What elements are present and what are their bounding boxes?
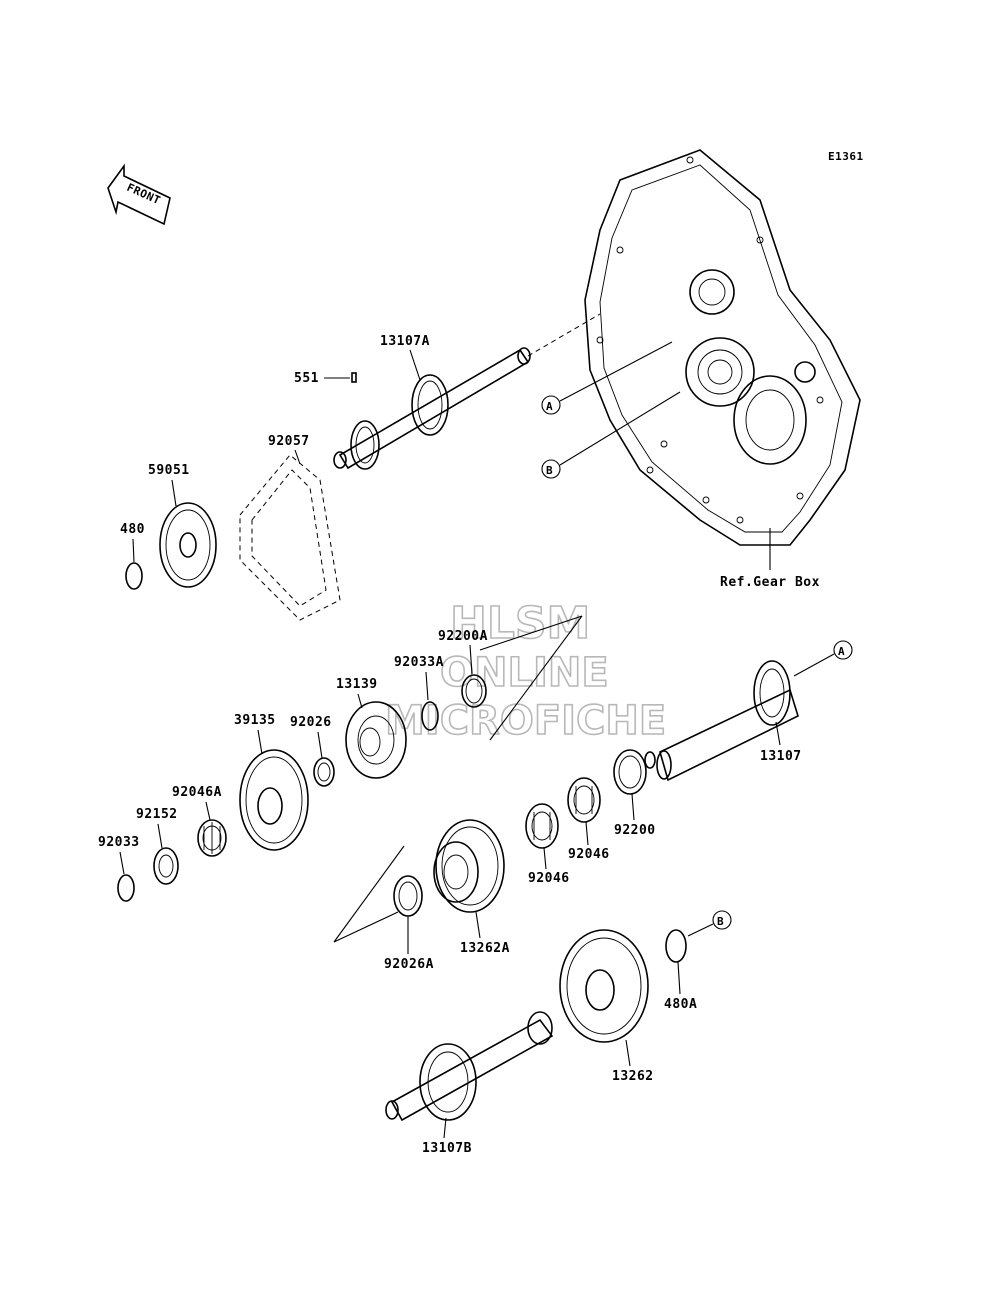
sprocket-59051 xyxy=(159,502,217,588)
label-59051: 59051 xyxy=(148,463,190,478)
shaft-13107B xyxy=(385,1011,554,1122)
label-92152: 92152 xyxy=(136,807,178,822)
label-13107B: 13107B xyxy=(422,1141,472,1156)
svg-text:HLSM: HLSM xyxy=(450,598,590,649)
label-92200A: 92200A xyxy=(438,629,488,644)
circlip-92033 xyxy=(117,874,135,902)
assembly-guide-lines xyxy=(333,615,583,943)
label-13262A: 13262A xyxy=(460,941,510,956)
diagram-id: E1361 xyxy=(828,150,864,163)
callout-a-lower: A xyxy=(793,640,853,677)
svg-text:B: B xyxy=(717,915,724,928)
label-39135: 39135 xyxy=(234,713,276,728)
svg-text:B: B xyxy=(546,464,553,477)
bearing-92046-upper xyxy=(567,777,601,823)
label-92046-lower: 92046 xyxy=(528,871,570,886)
label-92026A: 92026A xyxy=(384,957,434,972)
label-13107A: 13107A xyxy=(380,334,430,349)
label-480: 480 xyxy=(120,522,145,537)
svg-text:A: A xyxy=(546,400,553,413)
label-92046A: 92046A xyxy=(172,785,222,800)
front-arrow-icon: FRONT xyxy=(107,163,171,226)
gear-box-housing xyxy=(584,149,861,570)
chain-92057 xyxy=(239,454,341,621)
shaft-13107A xyxy=(333,313,601,470)
label-13139: 13139 xyxy=(336,677,378,692)
circlip-92033A xyxy=(421,701,439,731)
label-92033: 92033 xyxy=(98,835,140,850)
washer-92026 xyxy=(313,757,335,787)
bearing-92046A xyxy=(197,819,227,857)
circlip-480A xyxy=(665,929,687,963)
gear-13262A xyxy=(433,819,505,913)
label-92200: 92200 xyxy=(614,823,656,838)
label-13107: 13107 xyxy=(760,749,802,764)
washer-92200 xyxy=(613,749,647,795)
collar-92152 xyxy=(153,847,179,885)
svg-text:A: A xyxy=(838,645,845,658)
washer-92200A xyxy=(461,674,487,708)
circlip-480 xyxy=(125,562,143,590)
watermark: HLSM ONLINE MICROFICHE xyxy=(384,597,667,745)
label-13262: 13262 xyxy=(612,1069,654,1084)
callout-b-upper: B xyxy=(541,391,681,479)
label-92026: 92026 xyxy=(290,715,332,730)
ref-gear-box-label: Ref.Gear Box xyxy=(720,575,820,590)
callout-a-upper: A xyxy=(541,341,673,415)
label-480A: 480A xyxy=(664,997,697,1012)
gear-13262 xyxy=(559,929,649,1043)
dog-13139 xyxy=(345,701,407,779)
label-92057: 92057 xyxy=(268,434,310,449)
label-92033A: 92033A xyxy=(394,655,444,670)
label-92046-upper: 92046 xyxy=(568,847,610,862)
callout-b-lower: B xyxy=(687,910,732,937)
svg-text:MICROFICHE: MICROFICHE xyxy=(385,698,666,744)
svg-text:ONLINE: ONLINE xyxy=(440,650,609,696)
label-551: 551 xyxy=(294,371,319,386)
bearing-92046-lower xyxy=(525,803,559,849)
shaft-13107 xyxy=(644,660,799,782)
washer-92026A xyxy=(393,875,423,917)
part-551-pin xyxy=(324,372,357,383)
gear-39135 xyxy=(239,749,309,851)
